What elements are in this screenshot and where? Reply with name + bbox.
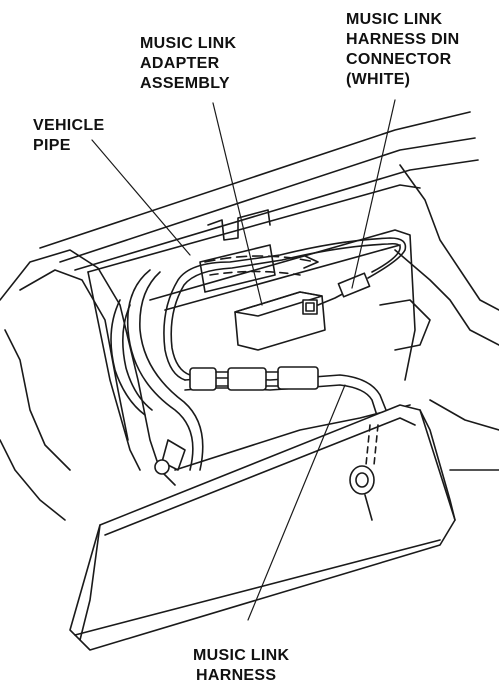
right-bottom-panel [429,399,499,431]
pipe-end-plug [161,439,186,471]
left-panel-contour [4,329,71,471]
harness-connector-1 [189,367,217,391]
glovebox-opening-left [87,271,141,471]
glovebox-door-inner-edge [104,417,416,536]
glovebox-opening-top [87,184,421,273]
label-pipe-line-2: PIPE [33,137,71,154]
harness-connector-2 [227,367,267,391]
label-din-connector: MUSIC LINK HARNESS DIN CONNECTOR (WHITE) [346,10,460,90]
label-din-line-4: (WHITE) [346,71,411,88]
movement-dashed-arrow [204,255,316,263]
vehicle-pipe-branch [110,299,146,416]
pipe-end-cap [154,459,170,475]
right-interior-contour [399,164,499,311]
label-pipe-line-1: VEHICLE [33,117,105,134]
dashboard-top-edge-inner [59,137,476,263]
left-panel [0,249,176,486]
label-din-line-2: HARNESS DIN [346,31,460,48]
dashboard-ridge [74,159,479,271]
label-din-line-3: CONNECTOR [346,51,452,68]
vehicle-pipe [126,269,194,471]
leader-adapter [212,102,263,306]
label-vehicle-pipe: VEHICLE PIPE [33,116,104,156]
leader-vehicle-pipe [91,139,191,256]
left-panel-edge [0,439,66,521]
label-din-line-1: MUSIC LINK [346,11,443,28]
glovebox-door-side [419,409,456,521]
right-bracket [379,299,431,351]
harness-connector-3 [277,366,319,390]
movement-dashed-arrow-2 [209,270,301,276]
adapter-clip [207,209,271,241]
leader-harness [247,384,346,621]
glovebox-inner-ledge [164,244,401,311]
leader-din [351,99,396,289]
label-adapter-line-2: ADAPTER [140,55,220,72]
glovebox-door-hinge [79,524,101,641]
adapter-box-top [234,291,323,317]
label-harness-line-2: HARNESS [196,667,277,684]
label-adapter-assembly: MUSIC LINK ADAPTER ASSEMBLY [140,34,236,94]
glovebox-door-bottom [74,539,441,636]
dashboard-top-edge [39,111,471,249]
label-adapter-line-1: MUSIC LINK [140,35,237,52]
movement-arrowhead [303,255,319,269]
adapter-port [302,299,318,315]
din-connector-body [337,272,371,298]
right-interior-contour-2 [394,249,499,346]
label-music-link-harness: MUSIC LINK HARNESS [193,646,289,686]
door-cable-dashed [365,424,371,466]
din-connector-cable-loop [163,237,407,381]
label-adapter-line-3: ASSEMBLY [140,75,230,92]
label-harness-line-1: MUSIC LINK [193,647,290,664]
adapter-clip-body [199,244,276,293]
door-grommet [349,465,375,495]
